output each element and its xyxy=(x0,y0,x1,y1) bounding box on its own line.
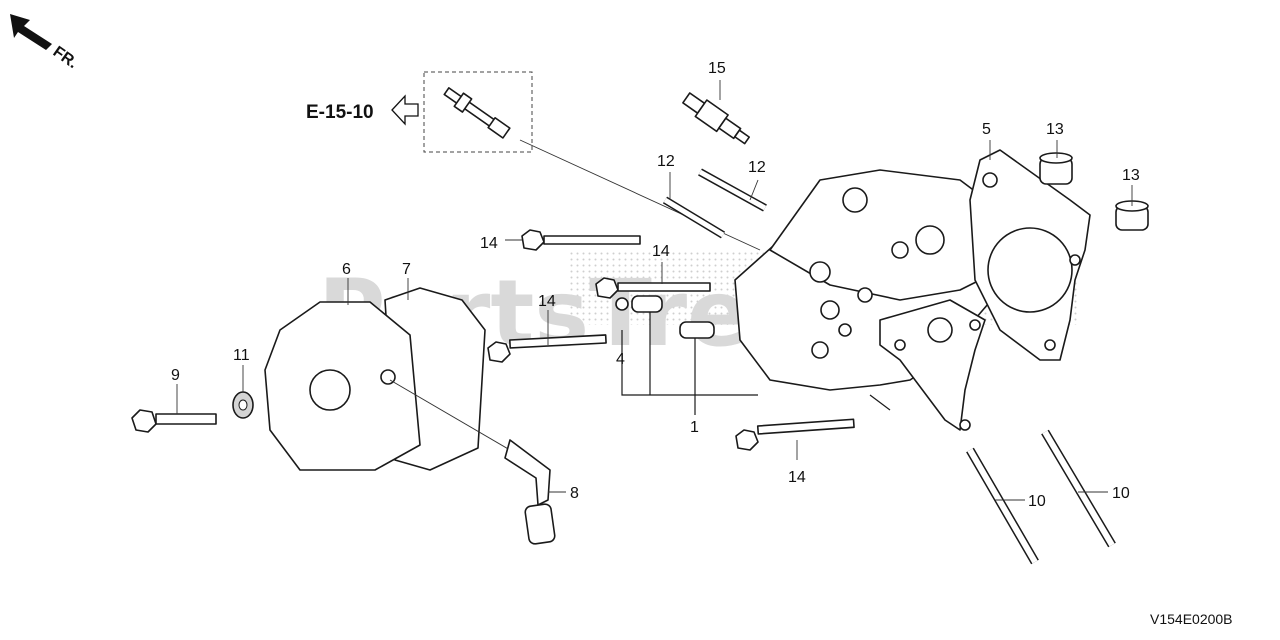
reference-callout: E-15-10 xyxy=(306,94,419,126)
arrow-icon xyxy=(10,14,52,50)
callout-14b: 14 xyxy=(652,243,670,260)
callout-11: 11 xyxy=(233,347,250,364)
direction-label: FR. xyxy=(50,43,81,72)
callout-1: 1 xyxy=(690,419,699,436)
callout-numbers: 15 12 12 14 14 14 14 5 13 13 6 7 11 9 4 … xyxy=(171,60,1140,510)
callout-14c: 14 xyxy=(538,293,556,310)
callout-10b: 10 xyxy=(1112,485,1130,502)
callout-4: 4 xyxy=(616,351,625,368)
dowel-pins xyxy=(1039,152,1149,231)
diagram-code: V154E0200B xyxy=(1150,611,1233,627)
dowels-4-1 xyxy=(615,295,758,415)
callout-14d: 14 xyxy=(788,469,806,486)
leader-lines xyxy=(176,80,1133,501)
callout-12b: 12 xyxy=(748,159,766,176)
cylinder-head xyxy=(734,169,1001,431)
bolts-14 xyxy=(487,229,855,451)
cover-bolt xyxy=(131,391,254,433)
breather-tube xyxy=(389,379,556,545)
callout-15: 15 xyxy=(708,60,726,77)
callout-9: 9 xyxy=(171,367,180,384)
outline-arrow-icon xyxy=(391,94,419,126)
callout-12a: 12 xyxy=(657,153,675,170)
spark-plug xyxy=(682,92,751,145)
studs-10 xyxy=(966,429,1116,565)
callout-6: 6 xyxy=(342,261,351,278)
callout-5: 5 xyxy=(982,121,991,138)
callout-8: 8 xyxy=(570,485,579,502)
head-gasket xyxy=(969,149,1091,361)
reference-label: E-15-10 xyxy=(306,102,374,123)
studs-12 xyxy=(662,168,767,239)
callout-7: 7 xyxy=(402,261,411,278)
callout-13b: 13 xyxy=(1122,167,1140,184)
callout-14a: 14 xyxy=(480,235,498,252)
callout-10a: 10 xyxy=(1028,493,1046,510)
valve-cover xyxy=(264,287,486,471)
direction-indicator: FR. xyxy=(10,14,81,72)
callout-13a: 13 xyxy=(1046,121,1064,138)
